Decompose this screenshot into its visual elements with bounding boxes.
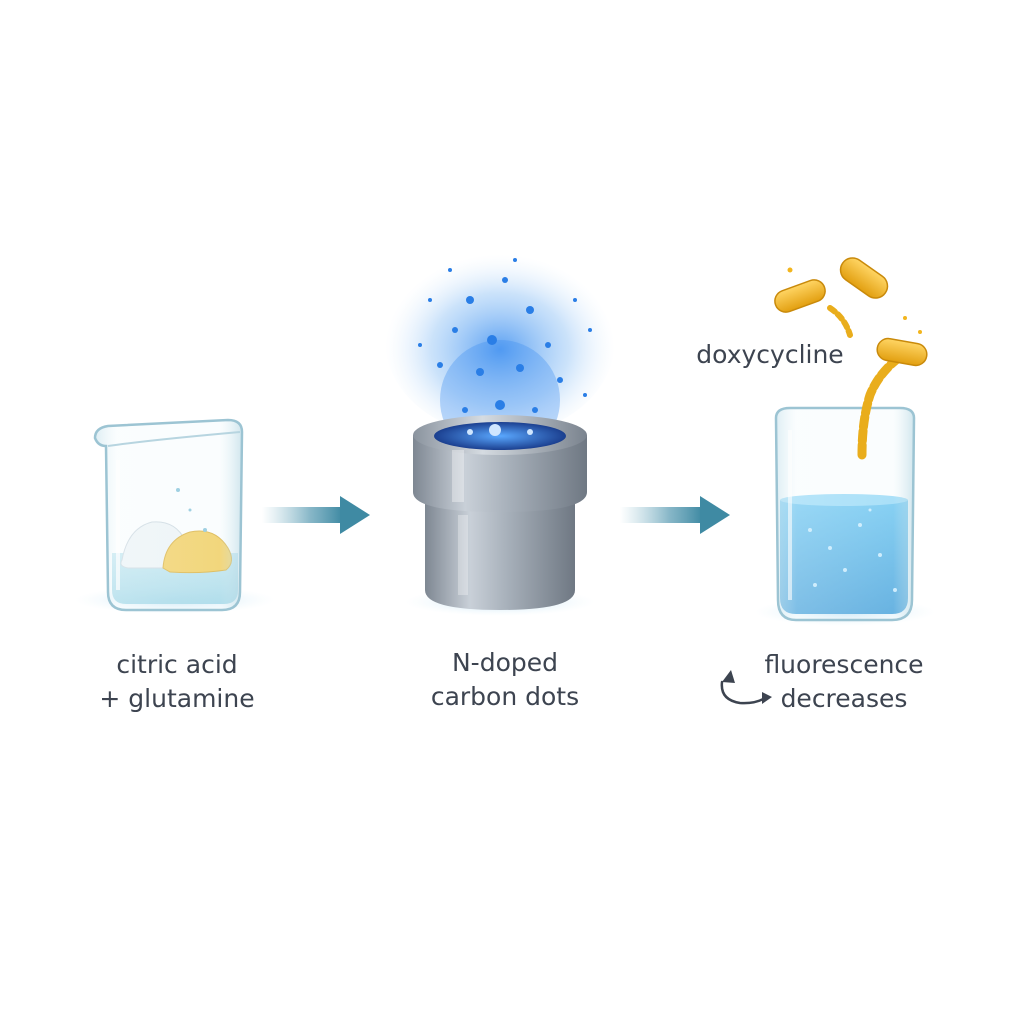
- detection-beaker: [755, 355, 935, 626]
- arrow-2: [620, 496, 730, 534]
- fluorescence-label-line-2: decreases: [780, 684, 908, 713]
- reactants-label: citric acid + glutamine: [72, 648, 282, 716]
- fluorescence-label-line-1: fluorescence: [764, 650, 924, 679]
- carbon-dot-particles: [418, 258, 592, 436]
- reactants-label-line-2: + glutamine: [99, 684, 255, 713]
- arrow-1: [262, 496, 370, 534]
- fluorescence-label: fluorescence decreases: [744, 648, 944, 716]
- doxycycline-label: doxycycline: [696, 340, 844, 369]
- reactor-vessel: [385, 245, 615, 616]
- decrease-curved-arrow-icon: [720, 670, 772, 705]
- reactants-label-line-1: citric acid: [116, 650, 238, 679]
- carbon-dots-label-line-1: N-doped: [451, 648, 558, 677]
- doxycycline-capsules: [774, 257, 928, 367]
- carbon-dots-label-line-2: carbon dots: [430, 682, 580, 711]
- reactant-beaker: [75, 418, 275, 614]
- carbon-dots-label: N-doped carbon dots: [400, 646, 610, 714]
